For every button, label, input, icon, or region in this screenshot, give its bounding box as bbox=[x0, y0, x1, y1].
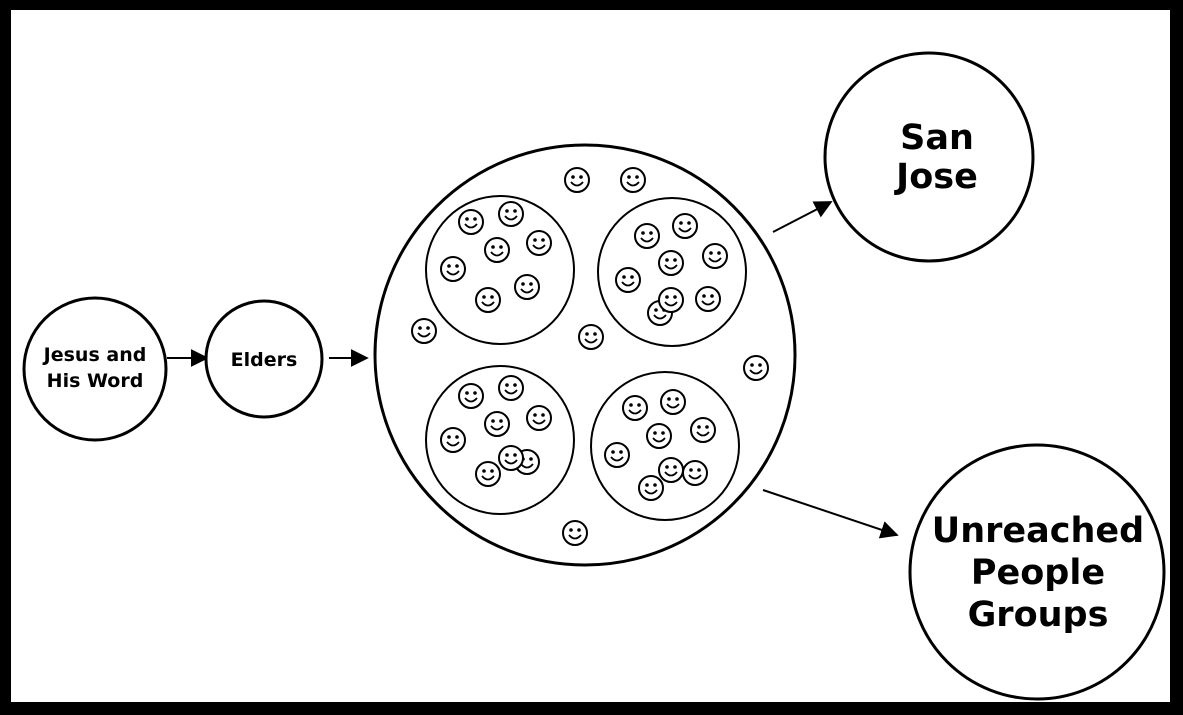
smiley-face-icon bbox=[672, 213, 698, 239]
node-elders-label: Elders bbox=[231, 349, 298, 371]
node-unreached-circle bbox=[908, 443, 1166, 701]
node-san-jose-line-2: Jose bbox=[894, 157, 978, 197]
smiley-face-icon bbox=[562, 520, 588, 546]
diagram-svg: Jesus and His Word Elders bbox=[22, 51, 1166, 701]
node-jesus-line-1: Jesus and bbox=[42, 344, 147, 366]
smiley-face-icon bbox=[484, 237, 510, 263]
smiley-face-icon bbox=[604, 442, 630, 468]
arrow-church-to-san-jose bbox=[772, 201, 833, 233]
node-elders-circle bbox=[204, 299, 324, 419]
smiley-face-icon bbox=[440, 256, 466, 282]
church-circle-group bbox=[373, 143, 797, 567]
smiley-face-icon bbox=[484, 411, 510, 437]
smiley-face-icon bbox=[690, 417, 716, 443]
smiley-face-icon bbox=[660, 389, 686, 415]
smiley-face-icon bbox=[498, 201, 524, 227]
smiley-face-icon bbox=[702, 243, 728, 269]
smiley-face-icon bbox=[440, 427, 466, 453]
church-circle bbox=[373, 143, 797, 567]
smiley-face-icon bbox=[475, 461, 501, 487]
diagram-canvas: Jesus and His Word Elders bbox=[11, 10, 1170, 702]
smiley-face-icon bbox=[458, 209, 484, 235]
smiley-face-icon bbox=[682, 460, 708, 486]
smiley-face-icon bbox=[658, 250, 684, 276]
smiley-face-icon bbox=[658, 287, 684, 313]
node-unreached-line-2: People bbox=[971, 553, 1105, 593]
node-jesus-and-his-word: Jesus and His Word bbox=[22, 296, 168, 442]
smiley-face-icon bbox=[646, 423, 672, 449]
node-unreached-line-1: Unreached bbox=[932, 511, 1144, 551]
smiley-face-icon bbox=[498, 445, 524, 471]
smiley-face-icon bbox=[458, 383, 484, 409]
smiley-face-icon bbox=[526, 230, 552, 256]
node-san-jose: San Jose bbox=[823, 51, 1035, 263]
smiley-face-icon bbox=[578, 324, 604, 350]
smiley-face-icon bbox=[564, 167, 590, 193]
smiley-face-icon bbox=[620, 167, 646, 193]
node-jesus-circle bbox=[22, 296, 168, 442]
smiley-face-icon bbox=[634, 223, 660, 249]
node-elders: Elders bbox=[204, 299, 324, 419]
node-unreached-line-3: Groups bbox=[968, 595, 1109, 635]
smiley-face-icon bbox=[514, 274, 540, 300]
node-san-jose-line-1: San bbox=[900, 118, 974, 158]
smiley-face-icon bbox=[411, 318, 437, 344]
arrow-church-to-unreached bbox=[762, 489, 899, 539]
node-san-jose-circle bbox=[823, 51, 1035, 263]
node-jesus-line-2: His Word bbox=[47, 370, 144, 392]
smiley-face-icon bbox=[498, 375, 524, 401]
smiley-face-icon bbox=[743, 355, 769, 381]
smiley-face-icon bbox=[615, 267, 641, 293]
smiley-face-icon bbox=[526, 405, 552, 431]
node-unreached-people-groups: Unreached People Groups bbox=[908, 443, 1166, 701]
smiley-face-icon bbox=[638, 475, 664, 501]
smiley-face-icon bbox=[658, 457, 684, 483]
smiley-face-icon bbox=[475, 287, 501, 313]
smiley-face-icon bbox=[695, 286, 721, 312]
smiley-face-icon bbox=[622, 395, 648, 421]
